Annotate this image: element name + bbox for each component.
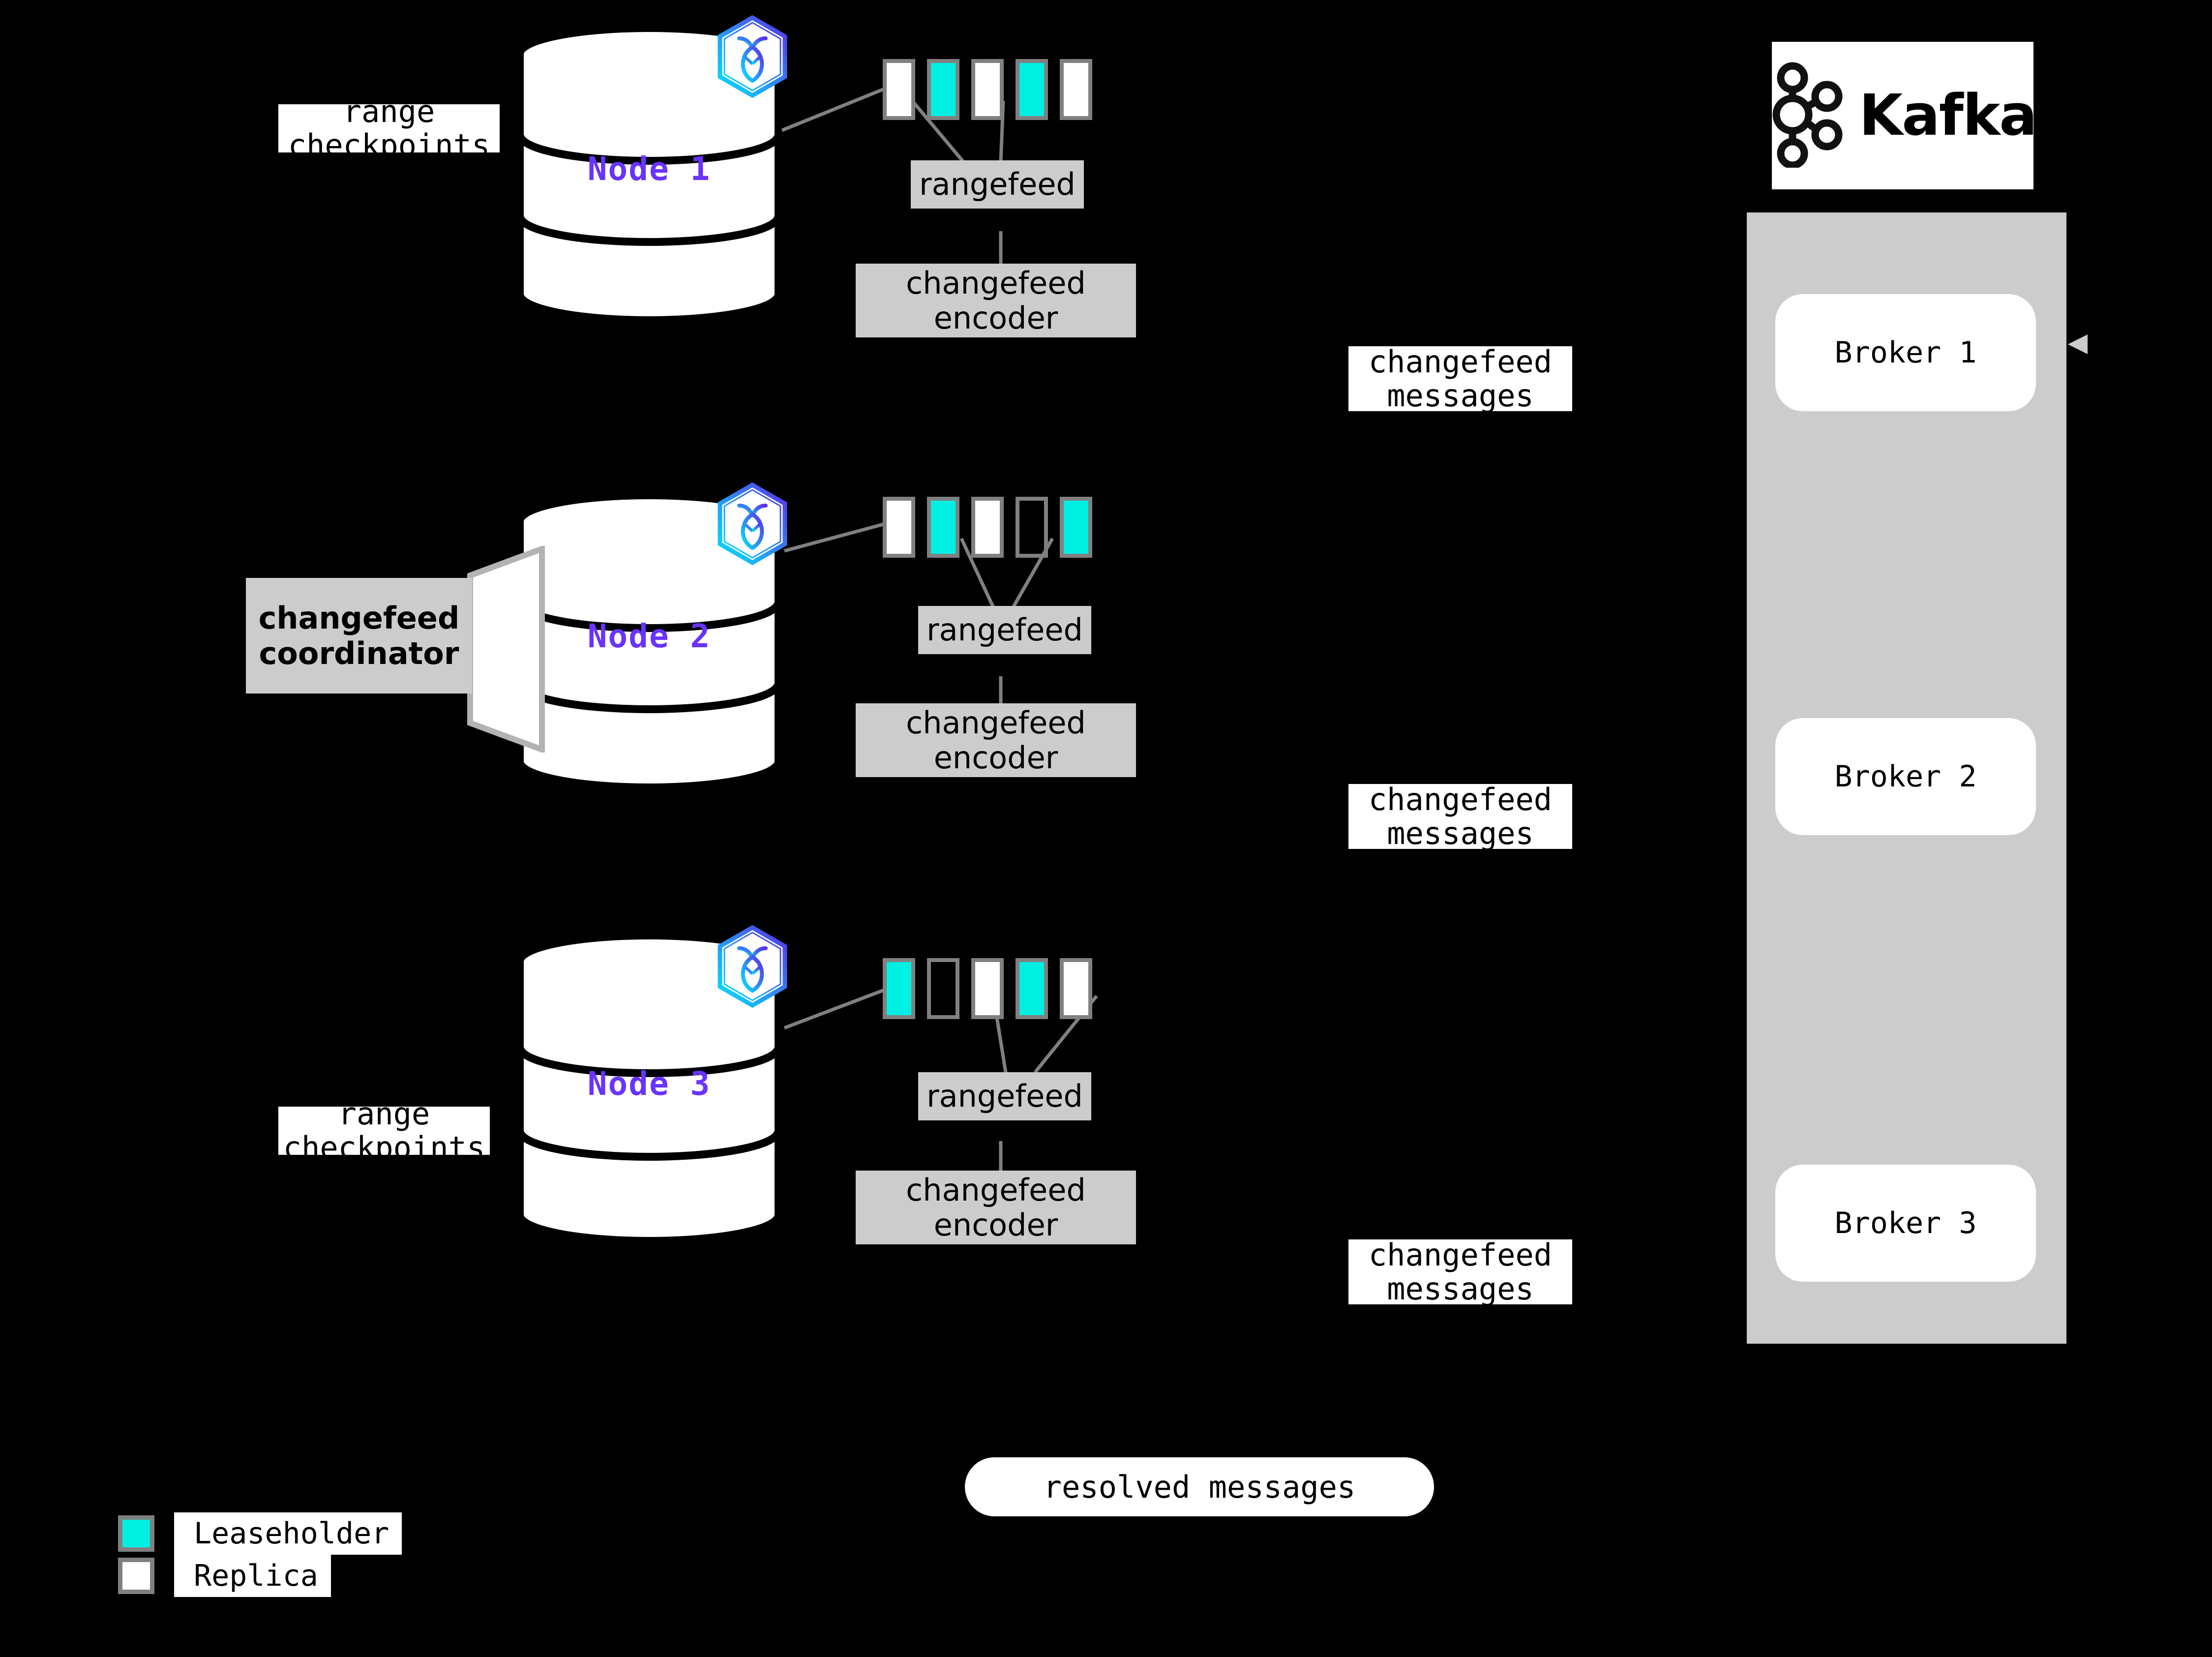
broker-2-box[interactable]: Broker 2	[1775, 718, 2036, 835]
changefeed-messages-label-3: changefeed messages	[1348, 1237, 1572, 1306]
changefeed-messages-label-2: changefeed messages	[1348, 782, 1572, 850]
node-3-cylinder: Node 3	[516, 932, 782, 1247]
node-2-rangefeed-box: rangefeed	[918, 606, 1091, 654]
range-leaseholder	[1016, 958, 1048, 1019]
node-1-range-row	[883, 59, 1104, 120]
legend-swatch-leaseholder	[118, 1515, 154, 1552]
range-leaseholder	[927, 59, 959, 120]
range-replica	[971, 59, 1004, 120]
legend-label-leaseholder: Leaseholder	[174, 1512, 402, 1555]
resolved-messages-pill: resolved messages	[965, 1457, 1434, 1516]
node-3-changefeed-encoder-box: changefeed encoder	[856, 1171, 1136, 1244]
cockroachdb-hexagon-icon	[716, 925, 789, 1010]
cockroachdb-hexagon-icon	[716, 482, 789, 568]
legend-label-replica: Replica	[174, 1555, 331, 1597]
range-replica	[1060, 59, 1092, 120]
range-leaseholder	[927, 497, 959, 558]
range-leaseholder	[883, 958, 915, 1019]
node-2-cylinder: Node 2	[516, 492, 782, 792]
broker-3-box[interactable]: Broker 3	[1775, 1165, 2036, 1282]
broker-1-box[interactable]: Broker 1	[1775, 294, 2036, 411]
node-1-cylinder: Node 1	[516, 25, 782, 325]
range-replica	[1060, 958, 1092, 1019]
kafka-wordmark: Kafka	[1859, 83, 2037, 149]
range-replica	[883, 497, 915, 558]
node-2-changefeed-encoder-box: changefeed encoder	[856, 703, 1136, 777]
range-leaseholder	[1060, 497, 1092, 558]
node-3-label: Node 3	[587, 1065, 711, 1103]
cockroachdb-hexagon-icon	[716, 15, 789, 100]
node-3-range-checkpoints-label: range checkpoints	[278, 1096, 490, 1165]
changefeed-coordinator-callout-shape	[467, 546, 545, 753]
node-1-range-checkpoints-label: range checkpoints	[278, 94, 500, 162]
range-replica	[971, 958, 1004, 1019]
changefeed-coordinator-box: changefeed coordinator	[246, 578, 472, 693]
node-3-range-row	[883, 958, 1104, 1019]
node-2-range-row	[883, 497, 1104, 558]
legend: Leaseholder Replica	[118, 1512, 402, 1597]
node-3-rangefeed-box: rangefeed	[918, 1072, 1091, 1120]
kafka-nodes-icon	[1769, 62, 1845, 170]
range-empty	[1016, 497, 1048, 558]
range-empty	[927, 958, 959, 1019]
node-1-changefeed-encoder-box: changefeed encoder	[856, 264, 1136, 337]
node-1-label: Node 1	[587, 150, 711, 188]
range-leaseholder	[1016, 59, 1048, 120]
node-1-rangefeed-box: rangefeed	[911, 160, 1084, 209]
range-replica	[971, 497, 1004, 558]
range-replica	[883, 59, 915, 120]
legend-swatch-replica	[118, 1558, 154, 1594]
node-2-label: Node 2	[587, 617, 711, 655]
kafka-logo-box: Kafka	[1769, 42, 2037, 189]
changefeed-messages-label-1: changefeed messages	[1348, 344, 1572, 413]
